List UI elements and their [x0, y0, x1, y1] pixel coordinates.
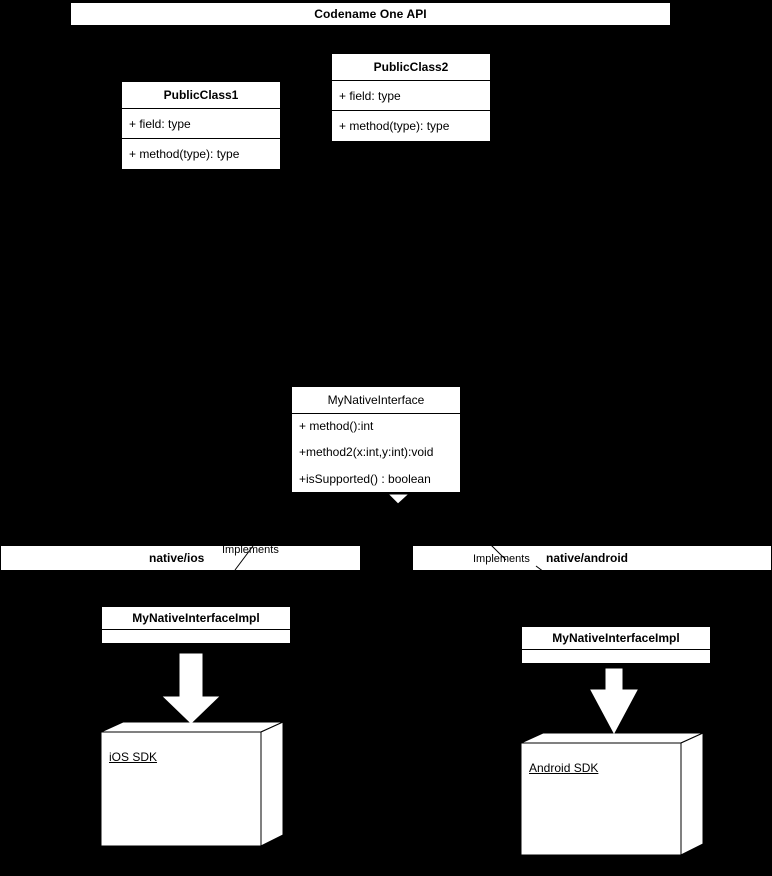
- realization-arrowhead-icon: [386, 493, 411, 505]
- interface-method-2: +method2(x:int,y:int):void: [299, 445, 434, 460]
- class-public-class-2[interactable]: PublicClass2 + field: type + method(type…: [331, 53, 491, 142]
- class-public-class-1-field: + field: type: [122, 107, 280, 139]
- node-android-sdk[interactable]: Android SDK: [520, 732, 704, 856]
- interface-method-1: + method():int: [292, 412, 460, 440]
- class-public-class-1[interactable]: PublicClass1 + field: type + method(type…: [121, 81, 281, 170]
- class-ios-native-interface-impl-title: MyNativeInterfaceImpl: [132, 610, 260, 625]
- package-native-ios[interactable]: [0, 545, 361, 571]
- android-dependency-block-arrow-icon: [590, 668, 638, 735]
- class-public-class-1-title: PublicClass1: [163, 87, 239, 102]
- ios-dependency-block-arrow-icon: [162, 653, 220, 724]
- class-ios-native-interface-impl-body: [102, 628, 290, 643]
- interface-my-native-interface[interactable]: MyNativeInterface + method():int +method…: [291, 386, 461, 493]
- node-ios-sdk-3d-shape: [100, 721, 284, 847]
- package-native-android[interactable]: [412, 545, 772, 571]
- package-native-ios-label: native/ios: [149, 551, 205, 565]
- interface-my-native-interface-title: MyNativeInterface: [327, 392, 425, 407]
- node-android-sdk-3d-shape: [520, 732, 704, 856]
- class-public-class-2-field: + field: type: [332, 79, 490, 111]
- class-public-class-2-method: + method(type): type: [332, 110, 490, 141]
- class-android-native-interface-impl-title: MyNativeInterfaceImpl: [552, 630, 680, 645]
- ios-implements-label: Implements: [222, 544, 279, 556]
- package-native-android-label: native/android: [546, 551, 629, 565]
- class-android-native-interface-impl[interactable]: MyNativeInterfaceImpl: [521, 626, 711, 664]
- node-ios-sdk[interactable]: iOS SDK: [100, 721, 284, 847]
- class-android-native-interface-impl-body: [522, 648, 710, 663]
- node-android-sdk-label: Android SDK: [529, 761, 599, 775]
- codename-one-api-package[interactable]: Codename One API: [70, 2, 671, 26]
- class-public-class-1-method: + method(type): type: [122, 138, 280, 169]
- android-implements-label: Implements: [473, 553, 530, 565]
- codename-one-api-label: Codename One API: [314, 7, 427, 21]
- interface-method-3: +isSupported() : boolean: [299, 471, 431, 486]
- node-ios-sdk-label: iOS SDK: [109, 750, 158, 764]
- class-ios-native-interface-impl[interactable]: MyNativeInterfaceImpl: [101, 606, 291, 644]
- class-public-class-2-title: PublicClass2: [373, 59, 449, 74]
